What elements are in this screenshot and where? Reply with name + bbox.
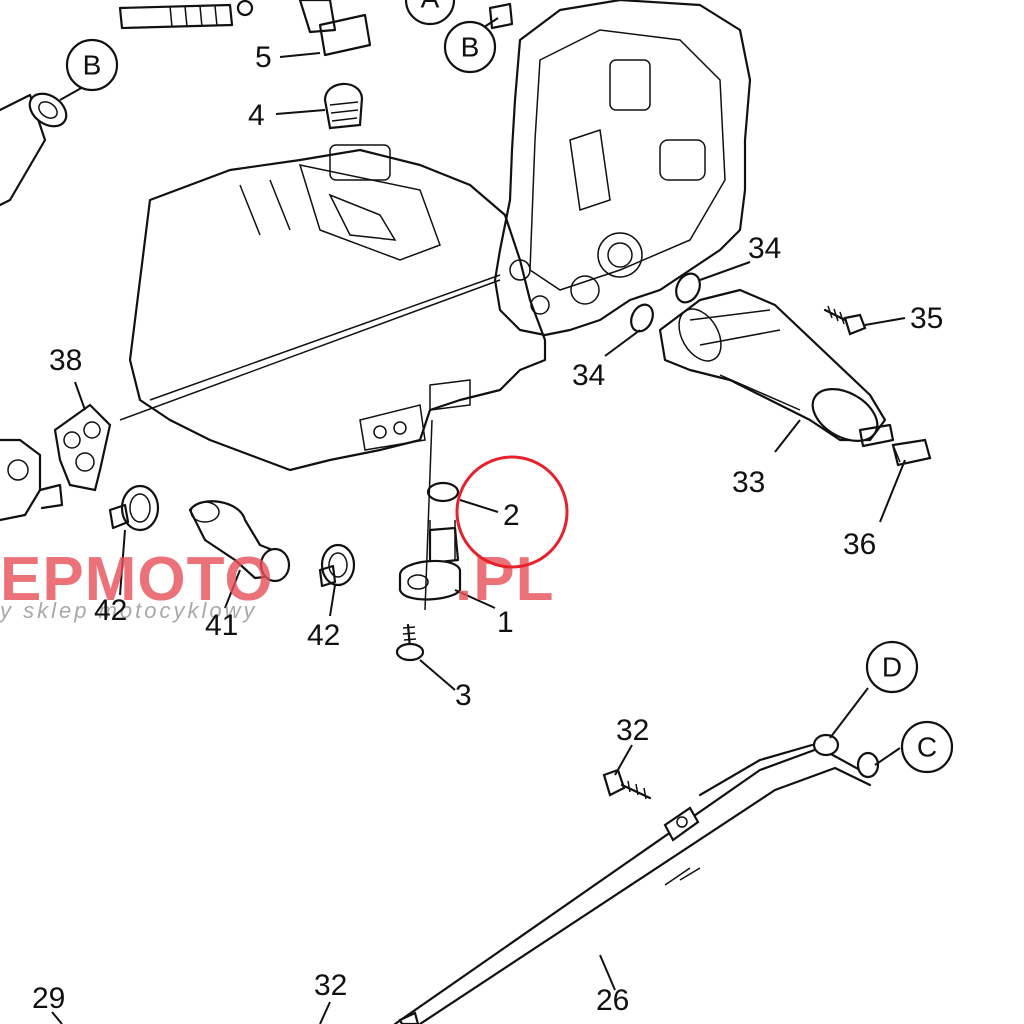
- callout-32-upper: 32: [616, 714, 649, 747]
- svg-text:D: D: [882, 652, 902, 683]
- part-29-leader: [51, 1011, 63, 1024]
- hose-41-part: [188, 500, 291, 583]
- callout-32-lower: 32: [314, 969, 347, 1002]
- o-ring-2-part: [426, 481, 460, 503]
- callout-33: 33: [732, 466, 765, 499]
- callout-38: 38: [49, 344, 82, 377]
- clamp-42-right: [318, 543, 356, 588]
- gasket-38-part: [53, 403, 112, 492]
- part-32-lower-leader: [319, 1001, 331, 1024]
- callout-34-lower: 34: [572, 359, 605, 392]
- o-ring-34a: [675, 272, 701, 304]
- callout-3: 3: [455, 679, 472, 712]
- svg-text:C: C: [917, 732, 937, 763]
- watermark-brand: EPMOTO: [0, 545, 274, 614]
- callout-29: 29: [32, 982, 65, 1015]
- thermostat-cover-part: [298, 0, 372, 57]
- callout-labels: 1 2 3 4 5 26 29 32 32 33 34 34 35 36 38 …: [32, 41, 943, 1017]
- leader-lines: [59, 17, 906, 991]
- watermark-tagline: y sklep motocyklowy: [0, 598, 258, 623]
- callout-2: 2: [503, 499, 520, 532]
- crankcase-housing: [493, 0, 752, 337]
- left-hose-part: [0, 92, 68, 207]
- callout-42-left: 42: [94, 594, 127, 627]
- callout-35: 35: [910, 302, 943, 335]
- callout-42-right: 42: [307, 619, 340, 652]
- callout-1: 1: [497, 606, 514, 639]
- cooler-assembly-part: [658, 288, 895, 448]
- block-36-part: [891, 438, 932, 467]
- o-ring-34b: [630, 303, 654, 333]
- ref-circle-b-left: B: [65, 38, 119, 92]
- callout-41: 41: [205, 609, 238, 642]
- svg-text:B: B: [83, 50, 102, 81]
- pipe-joint-1-part: [398, 520, 462, 601]
- svg-text:B: B: [461, 32, 480, 63]
- watermark-suffix: .PL: [455, 545, 554, 614]
- callout-36: 36: [843, 528, 876, 561]
- bolt-3-part: [395, 623, 425, 662]
- engine-block: [119, 144, 547, 472]
- callout-4: 4: [248, 99, 265, 132]
- watermark: EPMOTO .PL y sklep motocyklowy: [0, 545, 554, 623]
- highlight-circle: [455, 455, 569, 569]
- water-pump-fragment: [0, 438, 64, 522]
- ref-circle-b-center: B: [443, 20, 497, 74]
- ref-circle-a: A: [404, 0, 456, 26]
- bolt-35-part: [823, 305, 867, 336]
- callout-34-upper: 34: [748, 232, 781, 265]
- callout-5: 5: [255, 41, 272, 74]
- pipe-26-part: [393, 733, 880, 1024]
- clamp-42-left: [108, 484, 160, 532]
- ref-circle-d: D: [865, 640, 919, 694]
- callout-26: 26: [596, 984, 629, 1017]
- svg-text:A: A: [421, 0, 440, 14]
- bolt-32-part: [602, 768, 652, 800]
- thermostat-part: [323, 82, 364, 130]
- pipe-joint-centerline: [424, 419, 433, 611]
- ref-circle-c: C: [900, 720, 954, 774]
